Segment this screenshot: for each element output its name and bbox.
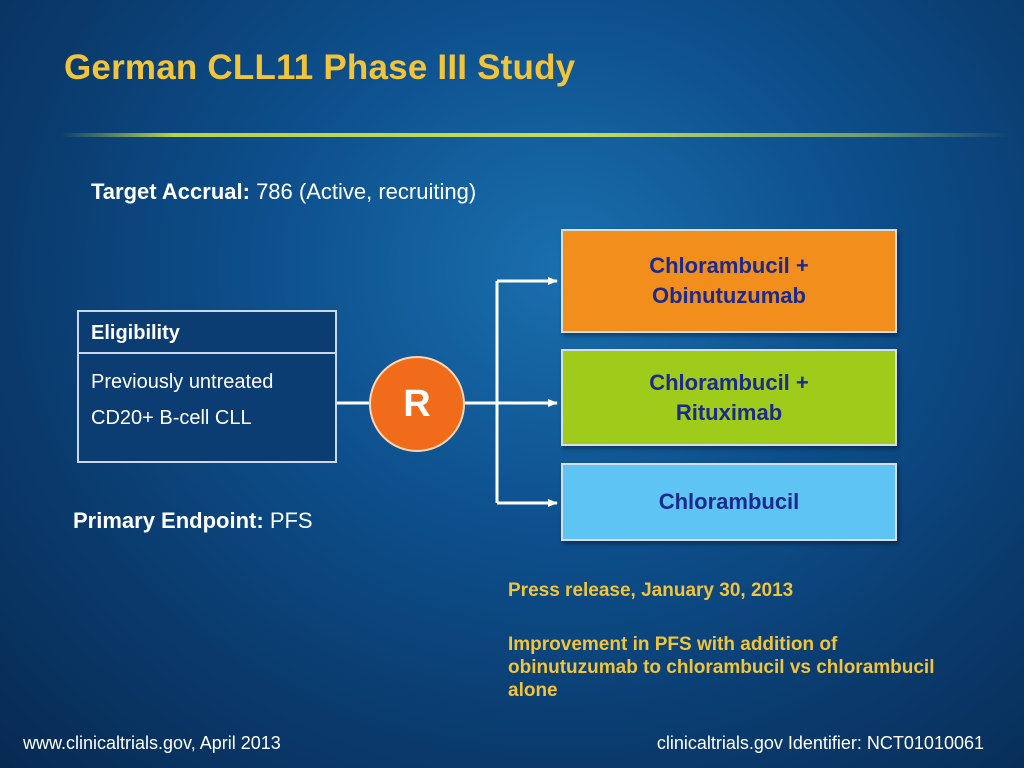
- trial-identifier: clinicaltrials.gov Identifier: NCT010100…: [656, 733, 984, 753]
- target-accrual-label: Target Accrual:: [91, 179, 250, 204]
- eligibility-line: CD20+ B-cell CLL: [91, 407, 252, 429]
- slide-title: German CLL11 Phase III Study: [64, 48, 576, 87]
- target-accrual-value: 786 (Active, recruiting): [256, 179, 477, 204]
- arm-chlorambucil-obinutuzumab: Chlorambucil + Obinutuzumab: [561, 229, 897, 333]
- primary-endpoint: Primary Endpoint: PFS: [73, 508, 313, 534]
- arm-label-line2: Rituximab: [675, 399, 783, 425]
- target-accrual: Target Accrual: 786 (Active, recruiting): [91, 179, 476, 205]
- arm-chlorambucil: Chlorambucil: [561, 463, 897, 541]
- arm-label-line1: Chlorambucil +: [649, 369, 809, 395]
- arm-label-line1: Chlorambucil +: [649, 253, 809, 278]
- arm-chlorambucil-rituximab: Chlorambucil + Rituximab: [561, 349, 897, 446]
- source-citation: www.clinicaltrials.gov, April 2013: [23, 733, 281, 753]
- arm-label-line1: Chlorambucil: [658, 489, 800, 514]
- title-divider: [60, 133, 1010, 137]
- eligibility-header: Eligibility: [79, 312, 335, 354]
- eligibility-box: Eligibility Previously untreated CD20+ B…: [77, 310, 337, 463]
- press-release-note: Improvement in PFS with addition of obin…: [508, 634, 935, 701]
- press-release-date: Press release, January 30, 2013: [508, 580, 794, 601]
- randomization-circle: R: [369, 356, 465, 452]
- primary-endpoint-label: Primary Endpoint:: [73, 508, 264, 533]
- primary-endpoint-value: PFS: [269, 508, 313, 533]
- eligibility-line: Previously untreated: [91, 371, 274, 393]
- arm-label-line2: Obinutuzumab: [652, 283, 806, 308]
- eligibility-criteria: Previously untreated CD20+ B-cell CLL: [79, 354, 335, 436]
